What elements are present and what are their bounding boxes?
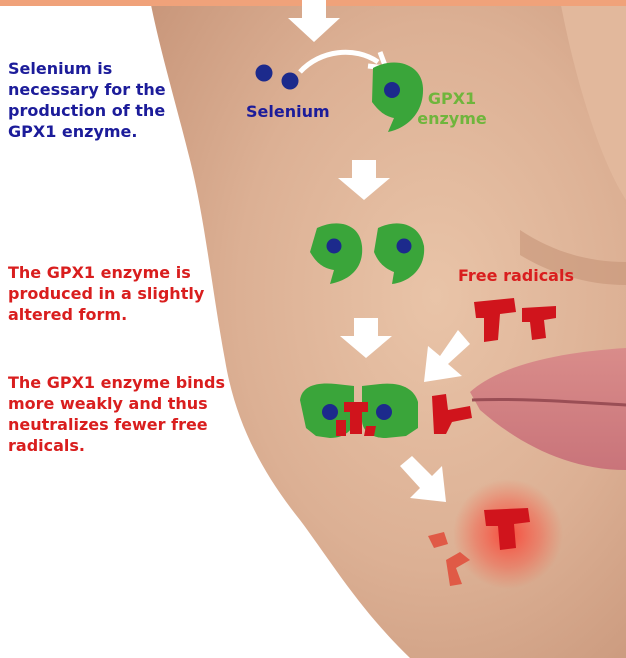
selenium-dot-icon xyxy=(256,65,273,82)
gpx1-label-line2: enzyme xyxy=(412,109,492,129)
gpx1-binding-complex-icon xyxy=(300,384,418,438)
free-radicals-label: Free radicals xyxy=(458,266,574,286)
free-radical-icon xyxy=(522,306,556,340)
gpx1-altered-enzyme-icon xyxy=(374,223,424,284)
free-radical-icon xyxy=(484,508,530,550)
diagonal-arrow-radicals xyxy=(424,330,470,382)
altered-enzyme-caption: The GPX1 enzyme is produced in a slightl… xyxy=(8,262,233,325)
curved-arrow-icon xyxy=(300,52,378,72)
gpx1-enzyme-label: GPX1 enzyme xyxy=(412,89,492,129)
down-arrow-top xyxy=(288,0,340,42)
down-arrow-2 xyxy=(338,160,390,200)
selenium-dot-icon xyxy=(282,73,299,90)
diagonal-arrow-lower xyxy=(400,456,446,502)
gpx1-label-line1: GPX1 xyxy=(412,89,492,109)
free-radical-icon xyxy=(432,394,472,434)
selenium-label: Selenium xyxy=(246,102,330,122)
down-arrow-3 xyxy=(340,318,392,358)
fragmented-radical-icon xyxy=(446,552,470,586)
free-radical-icon xyxy=(474,298,516,342)
fragmented-radical-icon xyxy=(428,532,448,548)
weak-binding-caption: The GPX1 enzyme binds more weakly and th… xyxy=(8,372,243,456)
selenium-caption: Selenium is necessary for the production… xyxy=(8,58,208,142)
gpx1-altered-enzyme-icon xyxy=(310,223,362,284)
